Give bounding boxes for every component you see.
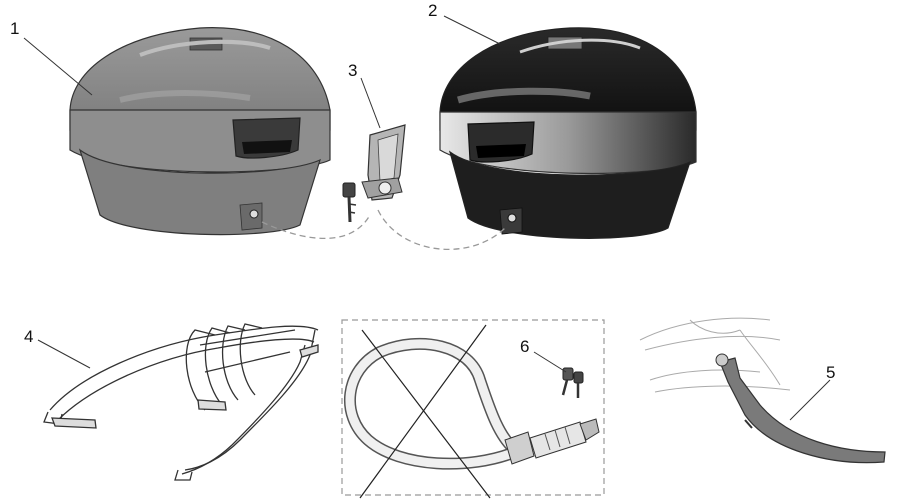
accessory-frame xyxy=(341,319,605,496)
top-case-black-icon xyxy=(439,27,697,239)
callout-3: 3 xyxy=(348,61,357,80)
callout-1: 1 xyxy=(10,19,19,38)
rear-rack-icon xyxy=(43,323,319,481)
key-icon xyxy=(342,182,357,223)
connector-line xyxy=(377,209,506,251)
leader-lines xyxy=(23,15,831,421)
callout-6: 6 xyxy=(520,337,529,356)
callout-4: 4 xyxy=(24,327,33,346)
callout-2: 2 xyxy=(428,1,437,20)
callout-5: 5 xyxy=(826,363,835,382)
cable-lock-icon xyxy=(343,337,600,470)
not-included-cross xyxy=(361,329,491,499)
connector-line xyxy=(261,214,371,240)
top-case-grey-icon xyxy=(69,27,331,236)
not-included-cross xyxy=(359,324,487,499)
side-stand-icon xyxy=(715,353,886,464)
scooter-outline-icon xyxy=(639,317,791,393)
keys-icon xyxy=(561,367,584,398)
mounting-plate-icon xyxy=(361,124,406,201)
